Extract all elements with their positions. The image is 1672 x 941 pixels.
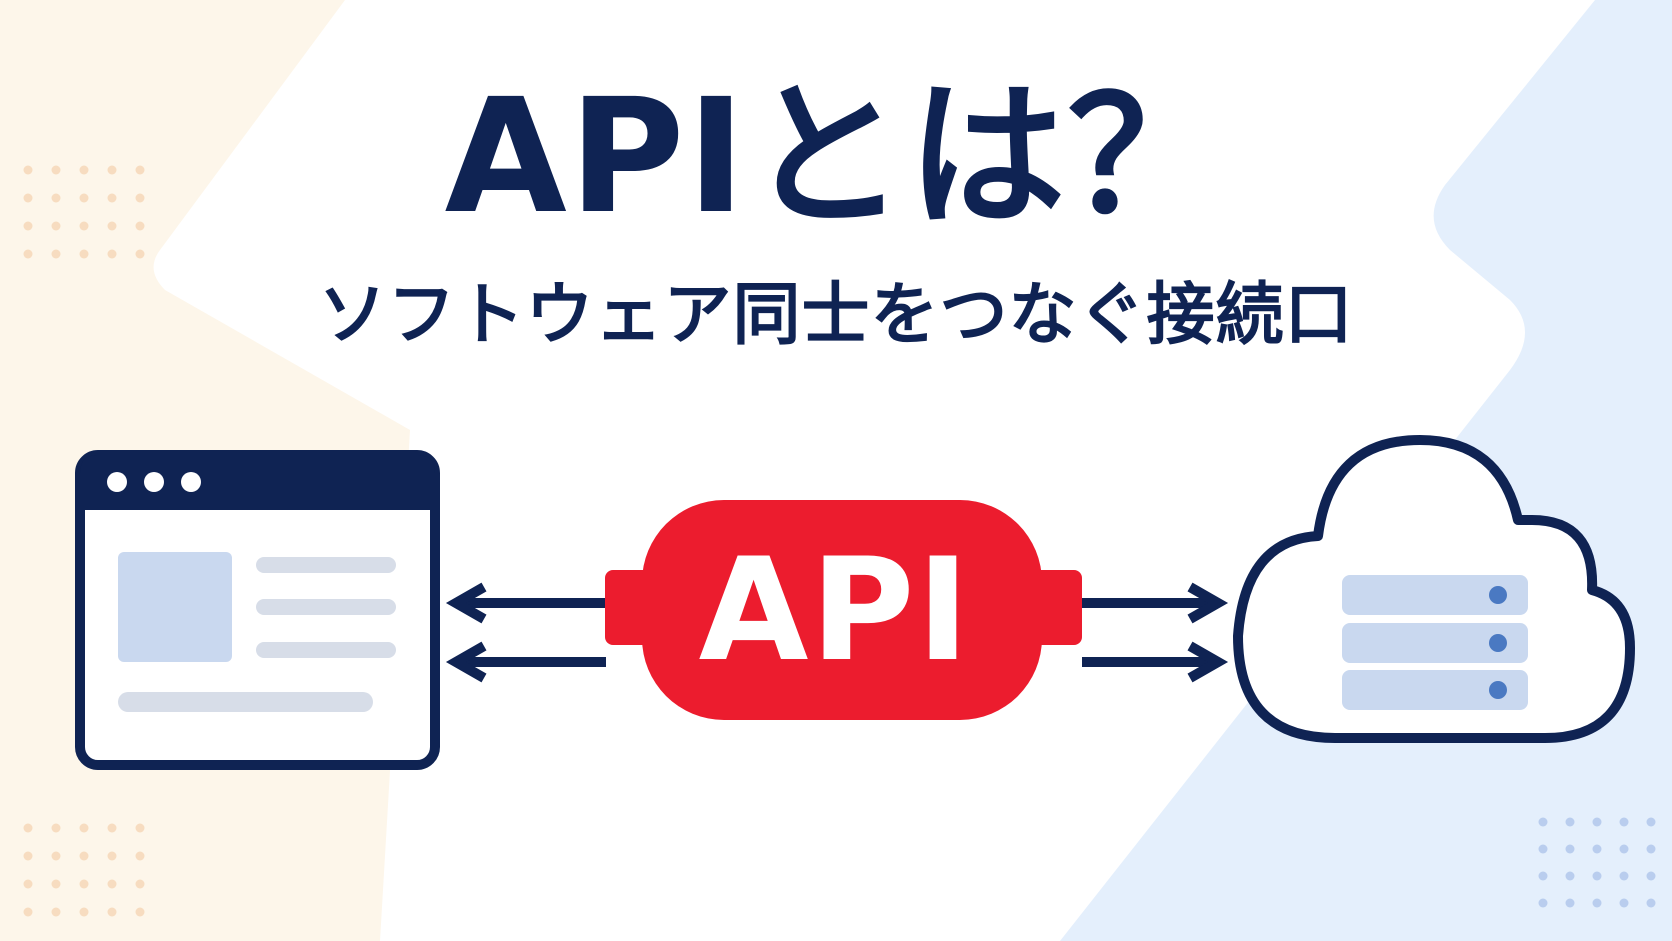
- decorative-dot: [79, 851, 89, 861]
- decorative-dot: [135, 193, 145, 203]
- decorative-dot: [1565, 817, 1575, 827]
- server-light-3: [1489, 681, 1507, 699]
- browser-window-icon: [75, 450, 440, 770]
- text-line-3: [256, 642, 396, 658]
- decorative-dot: [79, 221, 89, 231]
- decorative-dot: [135, 879, 145, 889]
- decorative-dot: [23, 851, 33, 861]
- decorative-dot: [135, 221, 145, 231]
- server-unit-1: [1342, 575, 1528, 615]
- decorative-dot: [1646, 844, 1656, 854]
- decorative-dot: [1538, 817, 1548, 827]
- decorative-dot: [23, 165, 33, 175]
- decorative-dot: [79, 907, 89, 917]
- page-title: APIとは？: [444, 65, 1228, 249]
- decorative-dot: [79, 165, 89, 175]
- decorative-dot: [1592, 844, 1602, 854]
- decorative-dot: [1592, 871, 1602, 881]
- decorative-dot: [1592, 817, 1602, 827]
- api-connector-icon: [605, 500, 1082, 720]
- decorative-dot: [135, 907, 145, 917]
- api-connector-label: API: [698, 528, 972, 693]
- decorative-dot: [1592, 898, 1602, 908]
- decorative-dot: [107, 907, 117, 917]
- decorative-dot: [1565, 844, 1575, 854]
- window-dot-2: [144, 472, 164, 492]
- arrows-left: [445, 582, 606, 683]
- decorative-dot: [1538, 898, 1548, 908]
- arrow-head-left-2: [445, 641, 487, 683]
- decorative-dot: [107, 249, 117, 259]
- decorative-dot: [1619, 871, 1629, 881]
- decorative-dot: [1565, 898, 1575, 908]
- decorative-dot: [1538, 871, 1548, 881]
- decorative-dot: [107, 823, 117, 833]
- decorative-dot: [79, 249, 89, 259]
- page-subtitle: ソフトウェア同士をつなぐ接続口: [318, 276, 1354, 355]
- decorative-dot: [23, 249, 33, 259]
- decorative-dot: [1646, 871, 1656, 881]
- connector-plug-right: [1032, 570, 1082, 645]
- arrow-head-right-1: [1187, 582, 1229, 624]
- decorative-dot: [51, 165, 61, 175]
- dot-pattern-bottom-left: [23, 823, 145, 917]
- decorative-dot: [51, 907, 61, 917]
- decorative-dot: [1565, 871, 1575, 881]
- decorative-dot: [23, 879, 33, 889]
- decorative-dot: [135, 823, 145, 833]
- decorative-dot: [135, 165, 145, 175]
- window-dot-3: [181, 472, 201, 492]
- window-dot-1: [107, 472, 127, 492]
- decorative-dot: [1538, 844, 1548, 854]
- arrow-head-left-1: [445, 582, 487, 624]
- decorative-dot: [107, 851, 117, 861]
- arrows-right: [1082, 582, 1229, 683]
- decorative-dot: [1646, 817, 1656, 827]
- connector-body: [642, 500, 1042, 720]
- decorative-dot: [23, 823, 33, 833]
- decorative-dot: [51, 851, 61, 861]
- text-line-4: [118, 692, 373, 712]
- decorative-dot: [23, 193, 33, 203]
- decorative-dot: [79, 193, 89, 203]
- cloud-server-icon: [1233, 435, 1635, 743]
- server-unit-3: [1342, 670, 1528, 710]
- arrow-head-right-2: [1187, 641, 1229, 683]
- decorative-dot: [23, 907, 33, 917]
- decorative-dot: [23, 221, 33, 231]
- server-unit-2: [1342, 623, 1528, 663]
- server-light-2: [1489, 634, 1507, 652]
- decorative-dot: [51, 193, 61, 203]
- dot-pattern-top-left: [23, 165, 145, 259]
- decorative-dot: [79, 879, 89, 889]
- decorative-dot: [51, 879, 61, 889]
- decorative-dot: [51, 823, 61, 833]
- decorative-dot: [135, 249, 145, 259]
- dot-pattern-bottom-right: [1538, 817, 1656, 908]
- decorative-dot: [107, 165, 117, 175]
- text-line-2: [256, 599, 396, 615]
- text-line-1: [256, 557, 396, 573]
- server-light-1: [1489, 586, 1507, 604]
- decorative-dot: [79, 823, 89, 833]
- decorative-dot: [1619, 898, 1629, 908]
- decorative-dot: [51, 249, 61, 259]
- image-placeholder: [118, 552, 232, 662]
- decorative-dot: [1646, 898, 1656, 908]
- decorative-dot: [107, 879, 117, 889]
- decorative-dot: [107, 221, 117, 231]
- decorative-dot: [107, 193, 117, 203]
- decorative-dot: [1619, 817, 1629, 827]
- decorative-dot: [51, 221, 61, 231]
- decorative-dot: [1619, 844, 1629, 854]
- decorative-dot: [135, 851, 145, 861]
